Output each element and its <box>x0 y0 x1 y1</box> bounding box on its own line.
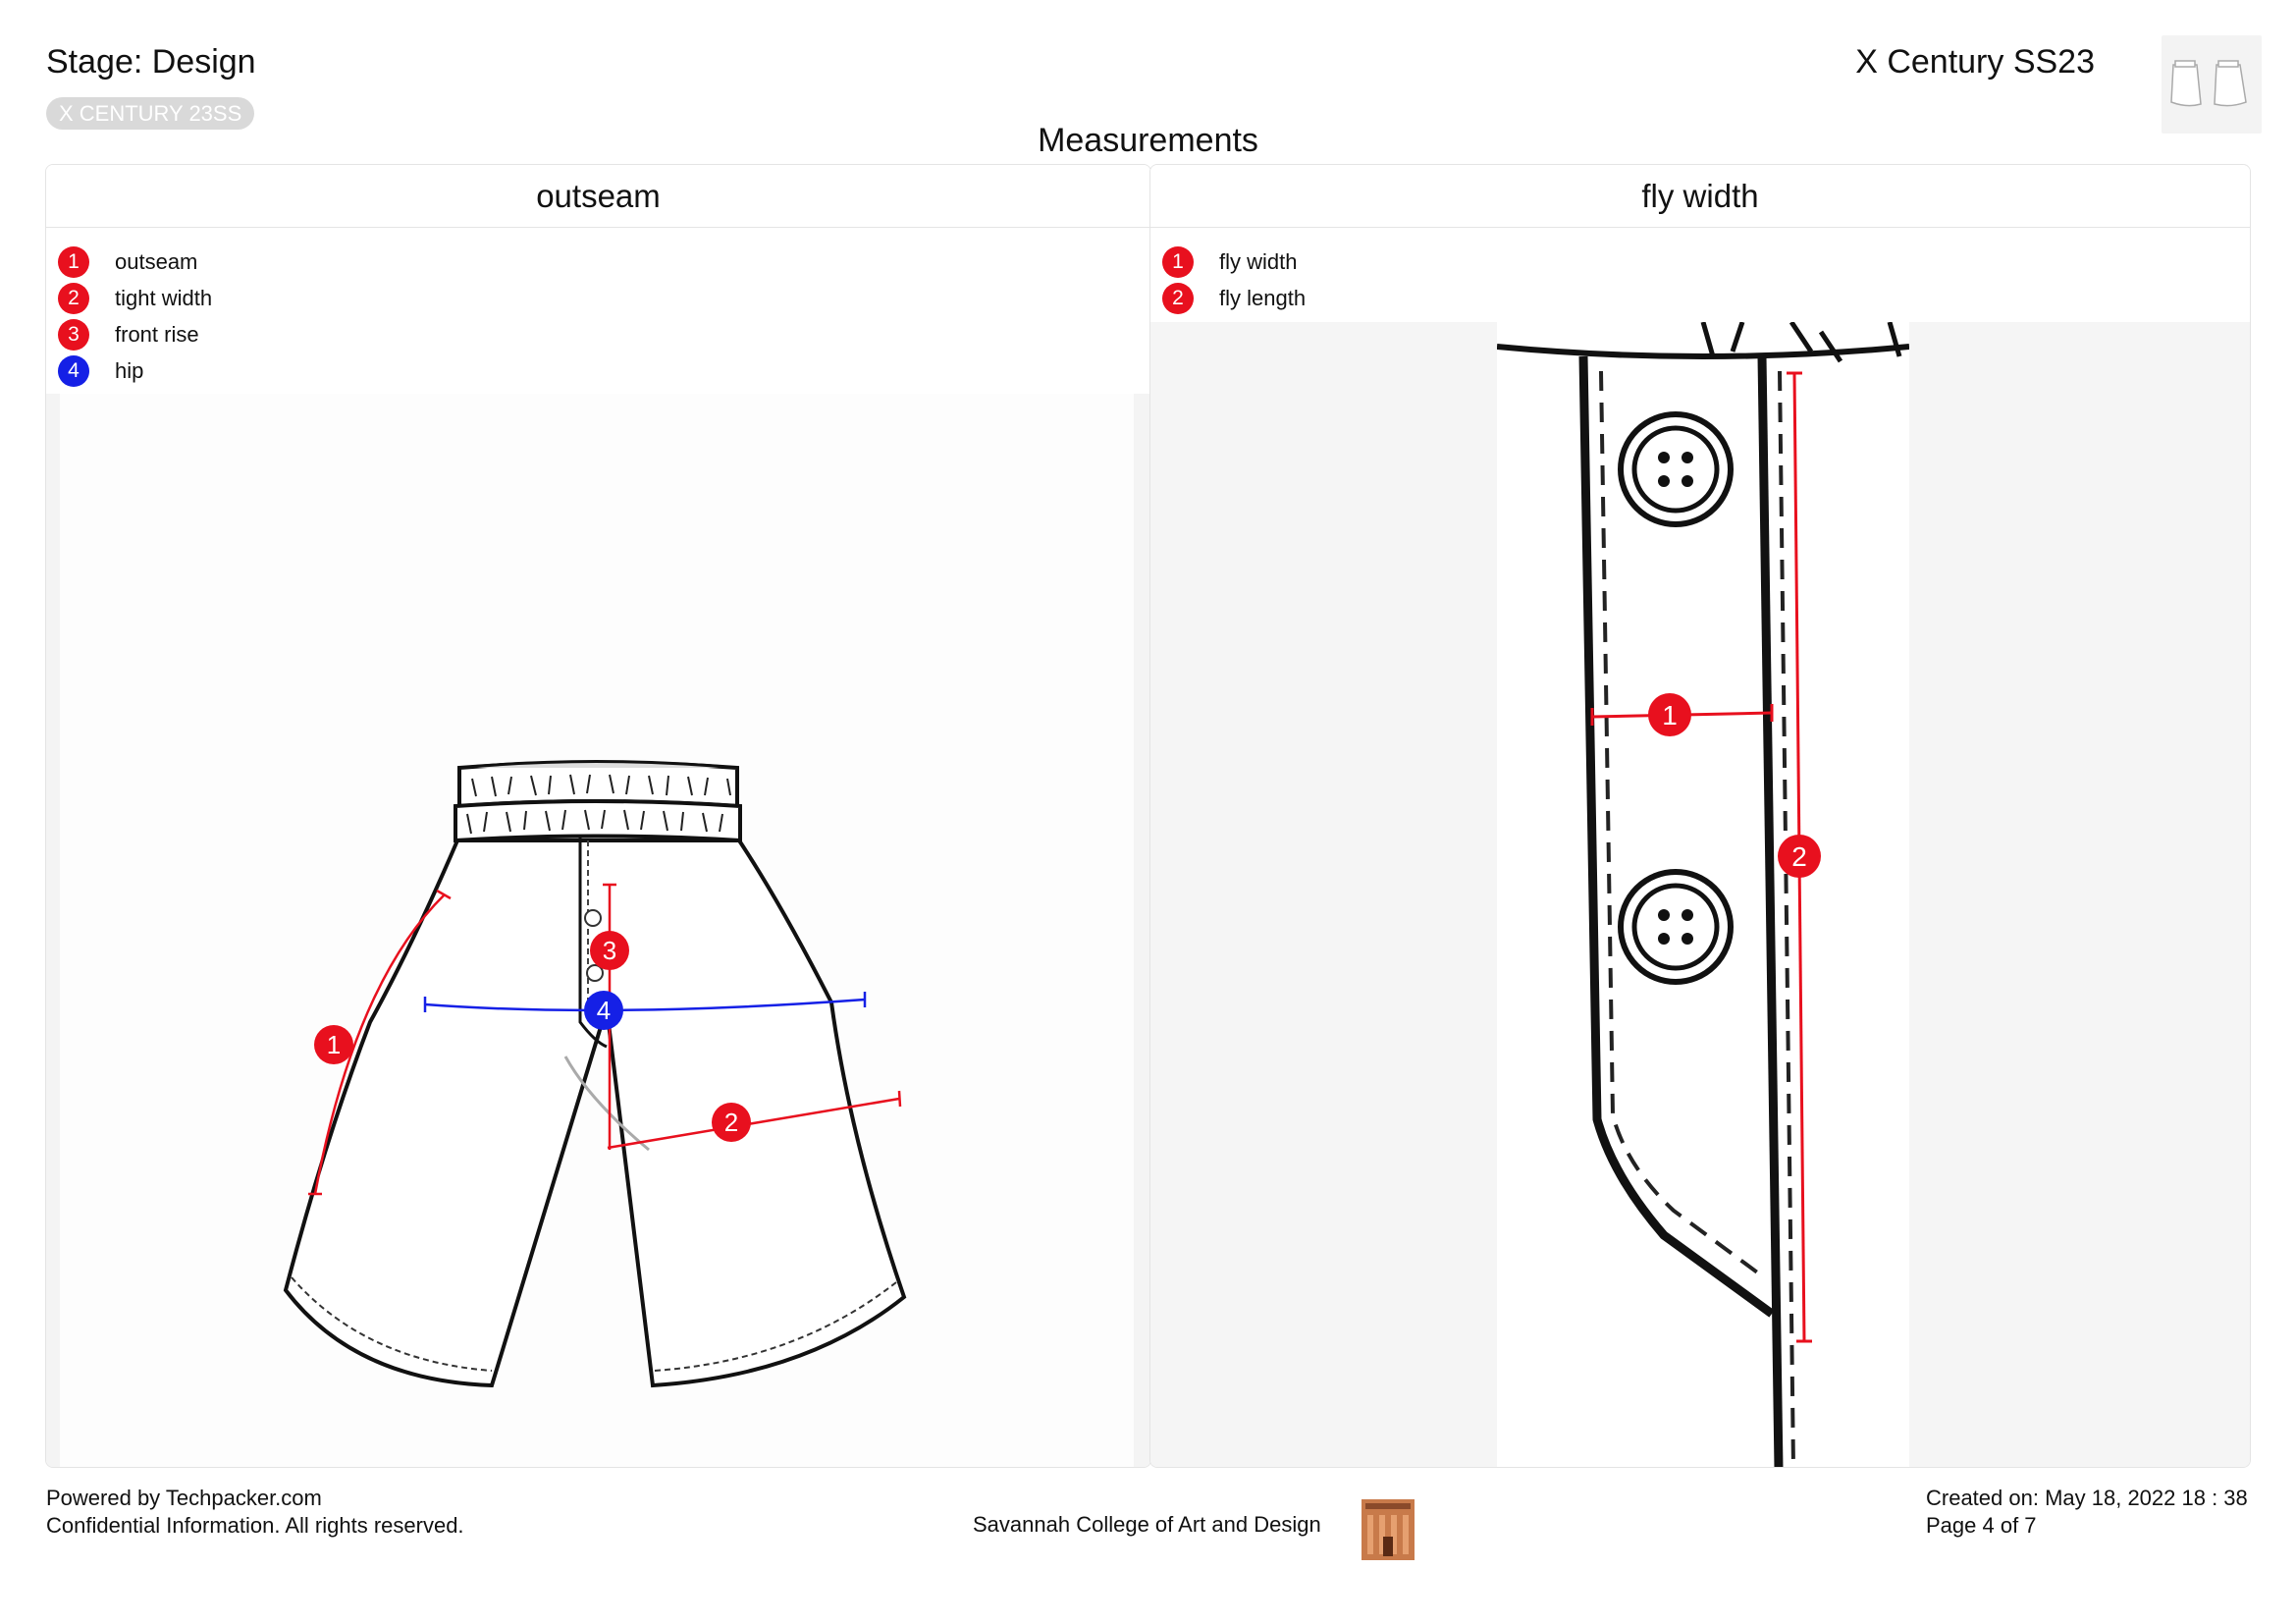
waistband <box>454 760 742 843</box>
fly-detail-canvas[interactable]: 1 2 <box>1150 320 2250 1467</box>
marker-badge-2[interactable]: 2 <box>712 1103 751 1142</box>
legend-number-badge: 1 <box>58 245 89 278</box>
hip-line <box>424 998 866 1012</box>
legend: 1 fly width 2 fly length <box>1162 244 1306 316</box>
shorts-sketch-canvas[interactable]: 1 2 3 4 <box>46 394 1150 1467</box>
fly-placket-outline <box>1578 355 1775 1318</box>
fly-detail-sketch: 1 2 <box>1496 320 1910 1467</box>
footer-right: Created on: May 18, 2022 18 : 38 Page 4 … <box>1926 1485 2248 1540</box>
legend-item: 1 outseam <box>58 244 212 280</box>
legend-label: front rise <box>115 321 199 347</box>
legend-item: 2 tight width <box>58 280 212 316</box>
svg-text:1: 1 <box>327 1030 341 1059</box>
collection-name: X Century SS23 <box>1855 43 2095 81</box>
legend-number-badge: 2 <box>58 282 89 314</box>
outseam-line <box>313 893 446 1195</box>
stage-label: Stage: Design <box>46 43 256 81</box>
svg-text:2: 2 <box>1791 841 1807 872</box>
marker-badge-1[interactable]: 1 <box>314 1025 353 1064</box>
powered-by: Powered by Techpacker.com <box>46 1486 322 1510</box>
pocket-opening <box>563 1056 650 1152</box>
legend-label: fly length <box>1219 285 1307 310</box>
marker-badge-4[interactable]: 4 <box>584 991 623 1030</box>
button-icon <box>1618 411 1734 527</box>
svg-text:3: 3 <box>603 936 616 965</box>
marker-badge-1[interactable]: 1 <box>1648 693 1691 736</box>
fly-placket <box>578 838 608 1049</box>
legend-label: tight width <box>115 285 213 310</box>
school-name: Savannah College of Art and Design <box>973 1512 1321 1537</box>
legend-number-badge: 1 <box>1162 245 1194 278</box>
button-icon <box>1618 869 1734 985</box>
button-icon <box>586 964 604 982</box>
shorts-sketch: 1 2 3 4 <box>283 760 907 1388</box>
page-number: Page 4 of 7 <box>1926 1513 2037 1538</box>
legend-item: 3 front rise <box>58 316 212 352</box>
legend-item: 4 hip <box>58 352 212 389</box>
left-hem-stitch <box>291 1276 493 1372</box>
measurement-panel-outseam: outseam 1 outseam 2 tight width 3 front … <box>45 164 1151 1468</box>
footer-left: Powered by Techpacker.com Confidential I… <box>46 1485 464 1540</box>
button-icon <box>584 909 602 927</box>
fly-detail-image: 1 2 <box>1496 320 1910 1467</box>
svg-text:1: 1 <box>1662 700 1678 731</box>
legend-label: hip <box>115 357 144 383</box>
shorts-body <box>283 839 907 1388</box>
marker-badge-2[interactable]: 2 <box>1778 835 1821 878</box>
legend-item: 2 fly length <box>1162 280 1306 316</box>
legend-number-badge: 3 <box>58 318 89 351</box>
right-hem-stitch <box>654 1281 897 1372</box>
created-date: Created on: May 18, 2022 18 : 38 <box>1926 1486 2248 1510</box>
panel-title: outseam <box>46 165 1150 228</box>
school-logo <box>1354 1493 1422 1564</box>
shorts-thumbnail-icon <box>2170 60 2247 107</box>
legend-number-badge: 4 <box>58 354 89 387</box>
measurement-panel-fly-width: fly width 1 fly width 2 fly length <box>1149 164 2251 1468</box>
section-title: Measurements <box>1038 122 1258 159</box>
building-logo-icon <box>1362 1499 1415 1560</box>
svg-text:4: 4 <box>597 996 611 1025</box>
tight-width-line <box>607 1097 900 1150</box>
legend: 1 outseam 2 tight width 3 front rise 4 h… <box>58 244 212 389</box>
collection-tag: X CENTURY 23SS <box>46 97 255 130</box>
marker-badge-3[interactable]: 3 <box>590 931 629 970</box>
legend-label: fly width <box>1219 248 1298 274</box>
legend-label: outseam <box>115 248 198 274</box>
style-thumbnail[interactable] <box>2162 35 2262 134</box>
confidential-notice: Confidential Information. All rights res… <box>46 1513 464 1538</box>
legend-number-badge: 2 <box>1162 282 1194 314</box>
legend-item: 1 fly width <box>1162 244 1306 280</box>
panel-title: fly width <box>1150 165 2250 228</box>
svg-text:2: 2 <box>724 1108 738 1137</box>
